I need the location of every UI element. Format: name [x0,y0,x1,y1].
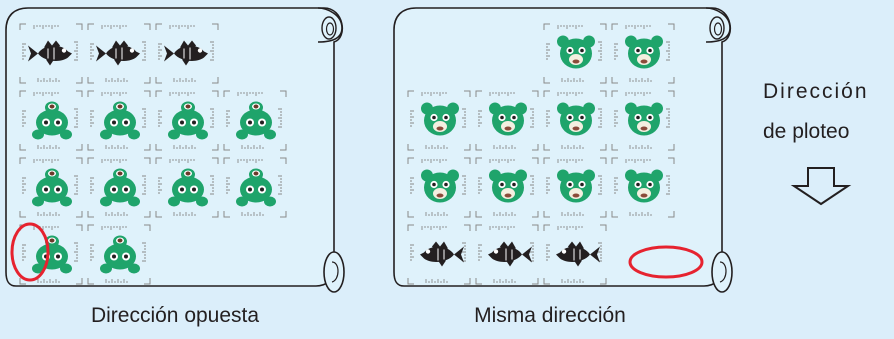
fish-icon [556,241,600,267]
fish-icon [488,241,532,267]
registration-mark [22,92,78,149]
scroll-curl-icon [705,7,731,43]
highlight-circle [10,222,50,282]
registration-mark [478,159,534,216]
frog-icon [100,235,140,274]
registration-mark [478,92,534,149]
registration-mark [543,90,607,151]
registration-mark [19,157,83,218]
registration-mark [611,90,675,151]
registration-mark [546,226,602,283]
frog-icon [32,235,72,274]
roll-end-icon [719,261,727,283]
registration-mark [475,90,539,151]
bear-icon [625,35,663,69]
registration-mark [407,157,471,218]
registration-mark [475,224,539,285]
fish-icon [164,40,208,66]
registration-mark [90,25,146,82]
frog-icon [236,101,276,140]
right-sheet-panel [393,7,733,293]
registration-mark [407,224,471,285]
registration-mark [546,92,602,149]
registration-mark [155,23,219,84]
registration-mark [543,157,607,218]
bear-icon [625,169,663,203]
bear-icon [557,102,595,136]
frog-icon [236,168,276,207]
scroll-curl-icon [713,22,723,36]
registration-mark [19,90,83,151]
registration-mark [155,157,219,218]
frog-icon [100,168,140,207]
bear-icon [557,35,595,69]
bear-icon [421,169,459,203]
registration-mark [226,159,282,216]
registration-mark [223,90,287,151]
scroll-curl-icon [325,22,335,36]
registration-mark [546,159,602,216]
registration-mark [410,226,466,283]
registration-mark [543,224,607,285]
registration-mark [410,92,466,149]
left-sheet-panel [5,7,345,293]
scroll-curl-icon [321,16,337,40]
left-caption: Dirección opuesta [90,304,260,327]
bear-icon [625,102,663,136]
registration-mark [226,92,282,149]
right-caption: Misma dirección [474,304,626,327]
bear-icon [489,102,527,136]
bear-icon [557,169,595,203]
registration-mark [543,23,607,84]
registration-mark [611,157,675,218]
registration-mark [611,23,675,84]
registration-mark [410,159,466,216]
frog-icon [168,101,208,140]
registration-mark [87,224,151,285]
fish-icon [420,241,464,267]
roll-end-icon [323,251,345,293]
registration-mark [22,25,78,82]
frog-icon [168,168,208,207]
frog-icon [100,101,140,140]
registration-mark [158,25,214,82]
registration-mark [19,224,83,285]
registration-mark [87,23,151,84]
fish-icon [28,40,72,66]
registration-mark [475,157,539,218]
plot-direction-label-1: Dirección [763,80,869,103]
frog-icon [32,101,72,140]
registration-mark [407,90,471,151]
registration-mark [155,90,219,151]
fish-icon [96,40,140,66]
bear-icon [421,102,459,136]
registration-mark [90,159,146,216]
frog-icon [32,168,72,207]
scroll-curl-icon [317,7,343,43]
registration-mark [478,226,534,283]
registration-mark [87,90,151,151]
down-arrow-icon [790,167,852,206]
registration-mark [223,157,287,218]
registration-mark [158,92,214,149]
registration-mark [22,226,78,283]
registration-mark [19,23,83,84]
registration-mark [90,226,146,283]
registration-mark [90,92,146,149]
registration-mark [614,25,670,82]
roll-end-icon [711,251,733,293]
plot-direction-label-2: de ploteo [763,120,850,143]
registration-mark [22,159,78,216]
roll-end-icon [331,261,339,283]
registration-mark [87,157,151,218]
registration-mark [614,92,670,149]
bear-icon [489,169,527,203]
registration-mark [158,159,214,216]
scroll-curl-icon [709,16,725,40]
registration-mark [546,25,602,82]
registration-mark [614,159,670,216]
highlight-circle [628,245,704,279]
